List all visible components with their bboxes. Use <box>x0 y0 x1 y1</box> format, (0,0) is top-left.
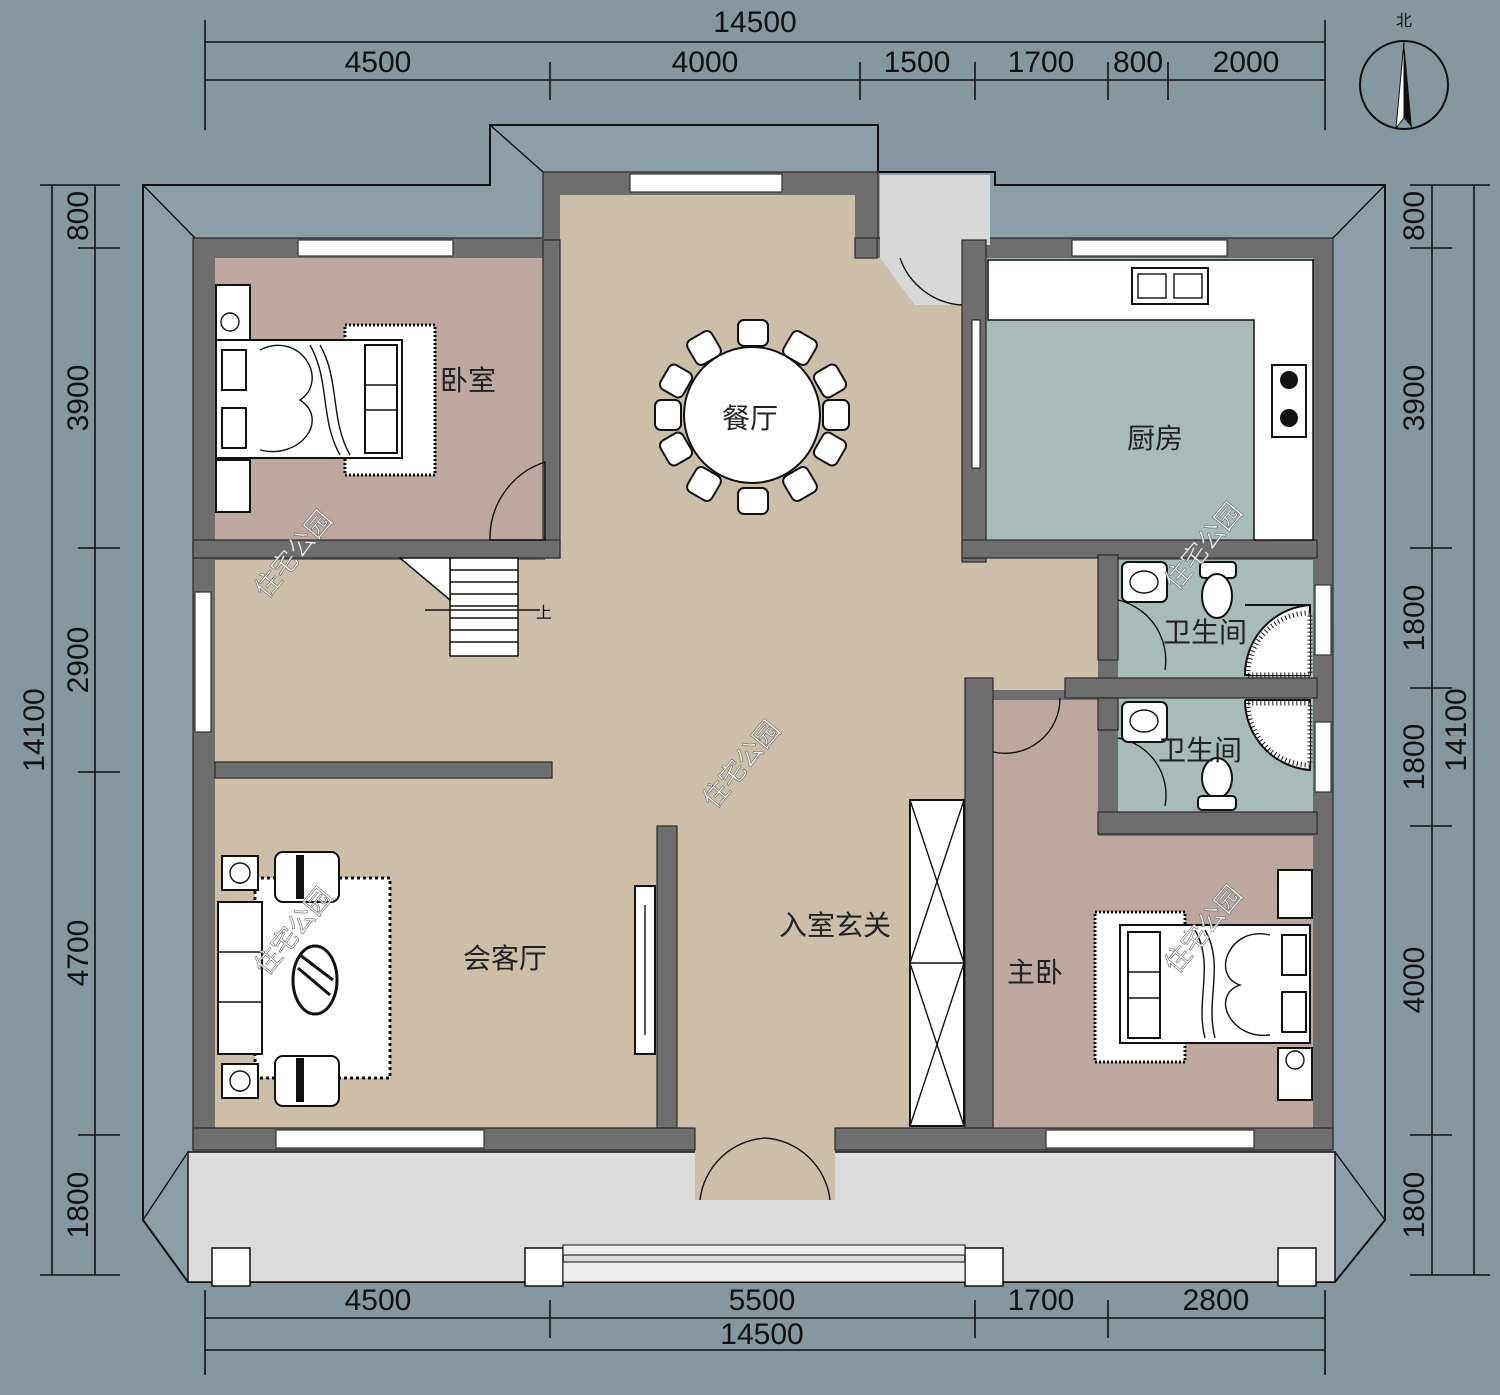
room-label-bathroom-1: 卫生间 <box>1163 616 1247 649</box>
terrace-column-left <box>211 1247 251 1287</box>
dim-left-5: 1800 <box>62 1172 95 1239</box>
dim-right-3: 1800 <box>1398 585 1431 652</box>
dim-bottom-2: 5500 <box>729 1284 796 1317</box>
north-label: 北 <box>1396 11 1412 30</box>
dimension-lines <box>40 20 1490 1375</box>
dim-right-5: 4000 <box>1398 947 1431 1014</box>
dim-right-1: 800 <box>1398 191 1431 241</box>
room-label-living: 会客厅 <box>463 942 547 975</box>
room-label-entrance: 入室玄关 <box>779 909 891 942</box>
room-label-kitchen: 厨房 <box>1127 422 1183 455</box>
kitchen-sliding-door <box>971 319 981 469</box>
kitchen-counter <box>987 259 1314 541</box>
window-master <box>1045 1129 1255 1149</box>
washbasin-1 <box>1121 561 1168 603</box>
stair-up-label: 上 <box>536 603 552 622</box>
room-label-bathroom-2: 卫生间 <box>1158 734 1242 767</box>
dining-table <box>654 319 850 515</box>
dim-top-total: 14500 <box>713 6 796 39</box>
washbasin-2 <box>1121 701 1168 743</box>
door-main-right <box>764 1137 831 1201</box>
dim-left-1: 800 <box>62 191 95 241</box>
toilet-1 <box>1201 573 1233 619</box>
door-bath-1 <box>1117 599 1167 671</box>
dim-top-6: 2000 <box>1213 46 1280 79</box>
dimension-labels: 14500 4500 4000 1500 1700 800 2000 4500 … <box>18 6 1473 1351</box>
dim-left-2: 3900 <box>62 365 95 432</box>
dim-right-4: 1800 <box>1398 724 1431 791</box>
window-kitchen <box>1071 239 1228 257</box>
window-bath-1 <box>1314 584 1332 656</box>
living-room-furniture <box>217 851 656 1107</box>
master-bedroom-furniture <box>1093 869 1313 1101</box>
dim-left-4: 4700 <box>62 920 95 987</box>
bedside-table-bottom <box>215 459 251 513</box>
dim-bottom-3: 1700 <box>1008 1284 1075 1317</box>
door-bedroom <box>489 461 546 541</box>
window-living <box>275 1129 485 1149</box>
floor-hall <box>215 195 1098 1200</box>
master-bedside-top <box>1277 869 1313 919</box>
window-bath-2 <box>1314 721 1332 793</box>
door-side-exit <box>899 257 963 306</box>
dim-left-3: 2900 <box>62 627 95 694</box>
room-label-bedroom: 卧室 <box>440 364 496 397</box>
terrace <box>187 1151 1336 1287</box>
dim-top-1: 4500 <box>345 46 412 79</box>
bathroom-fixtures <box>1121 561 1313 811</box>
armchair-top <box>274 851 340 903</box>
coffee-table <box>291 944 339 1016</box>
entrance-step-2 <box>562 1261 966 1283</box>
terrace-column-mid-right <box>964 1247 1004 1287</box>
entrance-step-1 <box>562 1244 966 1256</box>
room-labels: 卧室 餐厅 厨房 卫生间 卫生间 会客厅 入室玄关 主卧 <box>440 364 1247 989</box>
room-label-master-bedroom: 主卧 <box>1007 956 1063 989</box>
dim-right-2: 3900 <box>1398 365 1431 432</box>
window-bedroom <box>297 239 454 257</box>
dim-left-total: 14100 <box>18 688 51 771</box>
terrace-column-mid-left <box>524 1247 564 1287</box>
sofa <box>217 901 263 1055</box>
dim-right-6: 1800 <box>1398 1172 1431 1239</box>
dining-chairs <box>654 319 850 515</box>
dim-bottom-4: 2800 <box>1183 1284 1250 1317</box>
dim-top-2: 4000 <box>672 46 739 79</box>
room-label-dining: 餐厅 <box>722 402 778 435</box>
dim-right-total: 14100 <box>1440 688 1473 771</box>
window-stair <box>194 591 212 733</box>
terrace-column-right <box>1277 1247 1317 1287</box>
dim-top-3: 1500 <box>884 46 951 79</box>
bedroom-furniture <box>215 284 437 513</box>
side-table-bottom <box>221 1063 259 1099</box>
side-table-top <box>221 855 259 891</box>
dim-top-4: 1700 <box>1008 46 1075 79</box>
entry-cabinet <box>909 799 965 1127</box>
armchair-bottom <box>274 1055 340 1107</box>
dim-bottom-1: 4500 <box>345 1284 412 1317</box>
door-main-left <box>699 1137 766 1201</box>
master-bedside-bottom <box>1277 1047 1313 1101</box>
staircase: 上 <box>397 557 552 657</box>
windows <box>194 173 1332 1149</box>
door-master <box>992 697 1061 755</box>
north-compass: 北 <box>1359 11 1449 130</box>
window-dining <box>629 173 783 193</box>
bedside-table-top <box>215 284 251 341</box>
dim-top-5: 800 <box>1113 46 1163 79</box>
dim-bottom-total: 14500 <box>720 1318 803 1351</box>
